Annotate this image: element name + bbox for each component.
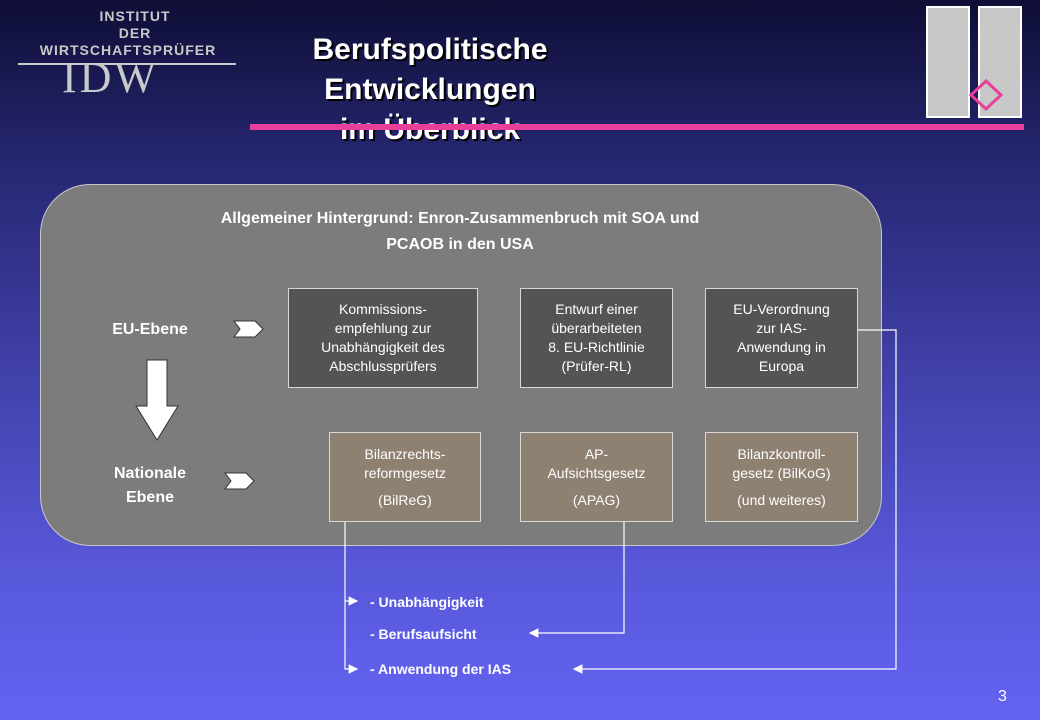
national-box-2-line1: AP- [584,445,609,462]
title-separator [250,124,1024,130]
national-box-2-abbr: (APAG) [572,491,621,508]
outcome-oversight: - Berufsaufsicht [370,626,477,642]
deco-bar-left [926,6,970,118]
national-box-1-line1: Bilanzrechts- [364,445,446,462]
eu-box-2-line2: überarbeiteten [551,320,642,336]
national-box-3-abbr: (und weiteres) [737,491,826,508]
eu-box-1-line4: Abschlussprüfers [329,358,437,374]
background-heading: Allgemeiner Hintergrund: Enron-Zusammenb… [90,206,830,258]
connector-bilreg [344,522,359,674]
logo-mark: IDW [62,53,159,102]
eu-box-2-line1: Entwurf einer [555,301,638,317]
eu-box-3-line3: Anwendung in [737,339,826,355]
level-label-national-line2: Ebene [125,489,174,506]
national-box-1-abbr: (BilReG) [378,491,432,508]
slide-title: Berufspolitische Entwicklungen im Überbl… [220,30,640,150]
eu-box-1-line1: Kommissions- [339,301,427,317]
logo-rule [18,63,236,65]
connector-apag [528,522,625,638]
eu-box-ias-regulation: EU-Verordnung zur IAS- Anwendung in Euro… [705,288,858,388]
logo-der: DER [118,25,152,41]
eu-box-8th-directive: Entwurf einer überarbeiteten 8. EU-Richt… [520,288,673,388]
outcome-ias: - Anwendung der IAS [370,661,512,677]
logo-institut: INSTITUT [99,8,171,24]
level-label-national: Nationale Ebene [90,462,210,510]
national-box-2-line2: Aufsichtsgesetz [547,464,646,481]
eu-box-commission-recommendation: Kommissions- empfehlung zur Unabhängigke… [288,288,478,388]
eu-box-1-line2: empfehlung zur [334,320,432,336]
national-box-3-line2: gesetz (BilKoG) [732,464,831,481]
slide-title-line1: Berufspolitische Entwicklungen [312,33,548,106]
national-box-bilkog: Bilanzkontroll- gesetz (BilKoG) (und wei… [705,432,858,522]
eu-box-3-line4: Europa [758,358,805,374]
diamond-icon [968,78,1004,112]
background-heading-line1: Allgemeiner Hintergrund: Enron-Zusammenb… [220,210,700,227]
eu-box-2-line3: 8. EU-Richtlinie [548,339,645,355]
national-box-apag: AP- Aufsichtsgesetz (APAG) [520,432,673,522]
logo-wirtschaftspruefer: WIRTSCHAFTSPRÜFER [39,42,217,58]
page-number: 3 [998,688,1007,705]
level-label-eu: EU-Ebene [112,321,188,338]
deco-bar-right [978,6,1022,118]
national-box-1-line2: reformgesetz [364,464,446,481]
eu-box-1-line3: Unabhängigkeit des [321,339,445,355]
eu-box-3-line2: zur IAS- [756,320,807,336]
eu-box-2-line4: (Prüfer-RL) [561,358,632,374]
national-box-3-line1: Bilanzkontroll- [737,445,826,462]
eu-arrow-icon [233,320,264,338]
national-box-bilreg: Bilanzrechts- reformgesetz (BilReG) [329,432,481,522]
level-label-national-line1: Nationale [113,465,186,482]
national-arrow-icon [224,472,255,490]
eu-box-3-line1: EU-Verordnung [733,301,830,317]
background-heading-line2: PCAOB in den USA [386,236,534,253]
outcome-independence: - Unabhängigkeit [370,594,484,610]
down-arrow-icon [135,359,179,441]
connector-ias [572,329,897,674]
